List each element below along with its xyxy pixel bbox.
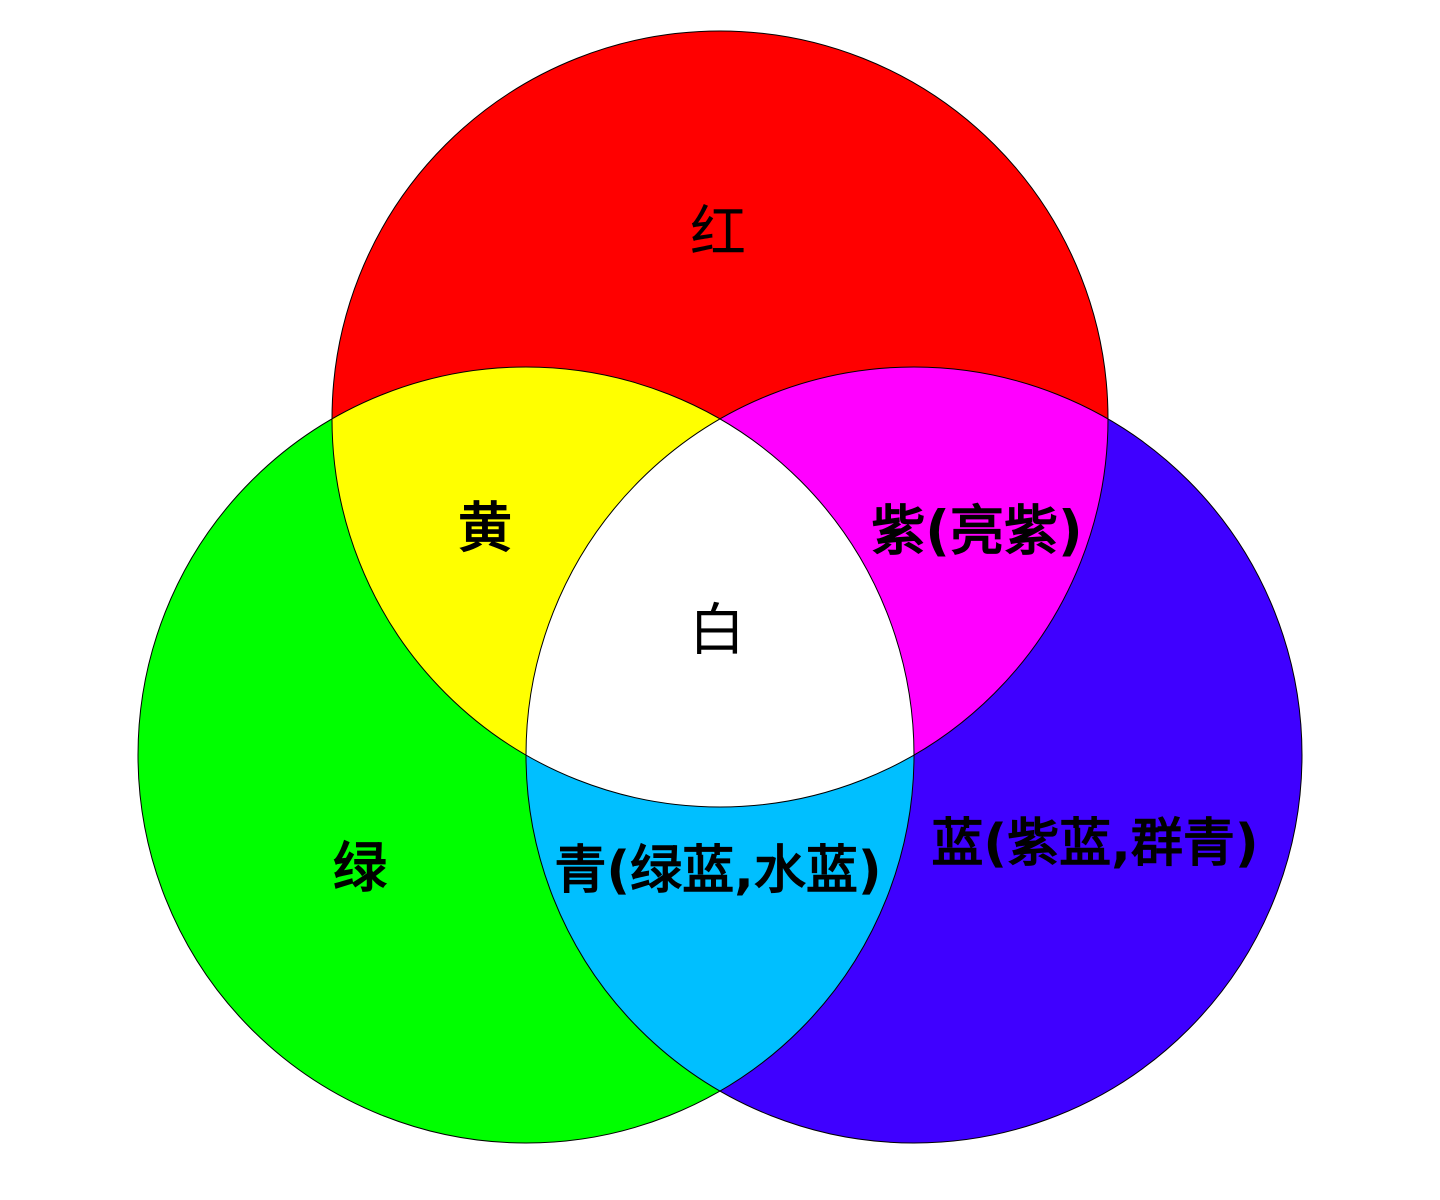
label-red: 红	[690, 201, 746, 266]
label-white: 白	[689, 599, 745, 664]
circle-outlines	[137, 30, 1303, 1144]
label-yellow: 黄	[458, 497, 512, 560]
white-overlap	[526, 367, 914, 807]
label-cyan: 青(绿蓝,水蓝)	[554, 841, 881, 901]
label-blue: 蓝(紫蓝,群青)	[931, 814, 1258, 874]
label-magenta: 紫(亮紫)	[871, 500, 1082, 563]
label-green: 绿	[333, 837, 388, 900]
